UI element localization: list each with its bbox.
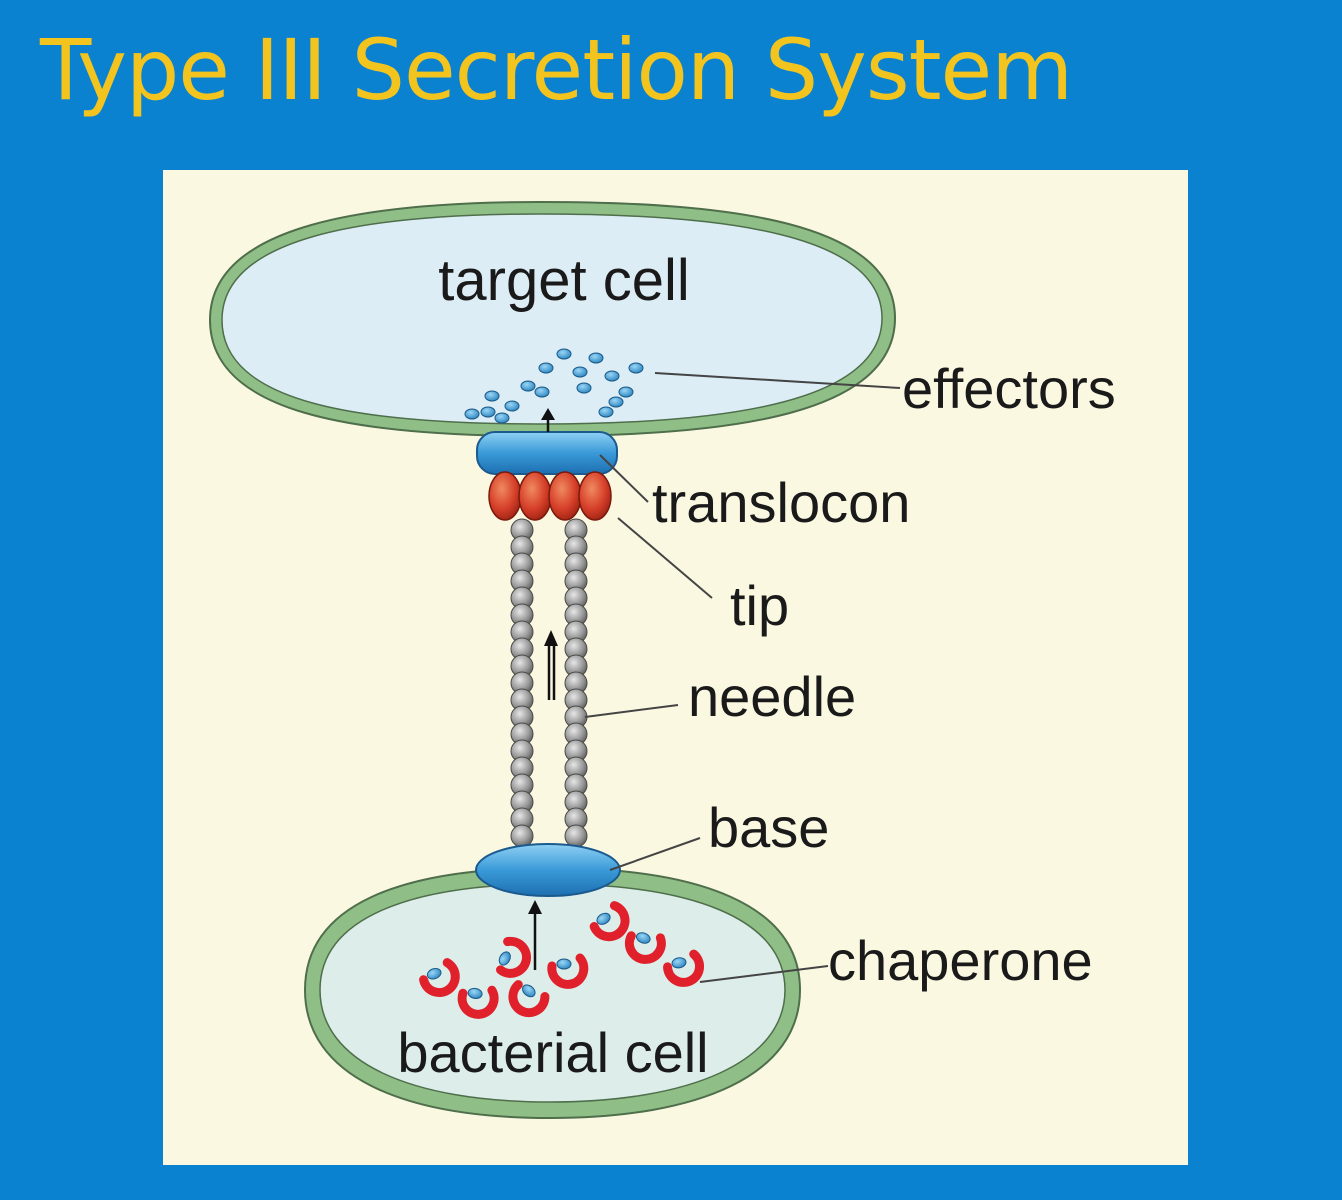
bacterial-cell <box>303 866 802 1120</box>
effector-dot <box>520 380 536 392</box>
effector-dot <box>604 370 620 382</box>
effector-dot <box>464 408 480 420</box>
effector-dot <box>572 366 588 378</box>
transport-arrows <box>528 408 558 970</box>
chaperone-complex <box>457 985 499 1019</box>
label-target-cell: target cell <box>438 248 689 313</box>
effector-dot <box>534 386 550 398</box>
effector-dot <box>588 352 604 364</box>
effector-dot <box>628 362 644 374</box>
translocon <box>476 431 618 475</box>
effector-dot <box>598 406 614 418</box>
chaperone-complex <box>419 958 460 998</box>
chaperone-complex <box>663 949 704 987</box>
needle-bead <box>564 824 588 848</box>
target-cell <box>208 200 897 438</box>
chaperone-complex <box>496 936 531 978</box>
effector-dot <box>618 386 634 398</box>
effector-dot <box>538 362 554 374</box>
effector-dot <box>576 382 592 394</box>
leader-lines <box>584 372 901 983</box>
label-chaperone: chaperone <box>828 929 1093 992</box>
base <box>475 843 621 897</box>
effectors <box>464 348 644 424</box>
effector-dot <box>608 396 624 408</box>
chaperone-complex <box>547 953 589 989</box>
effector-dot <box>484 390 500 402</box>
tip <box>488 471 612 521</box>
chaperone-complex <box>589 901 630 942</box>
chaperone-complex <box>508 980 550 1018</box>
effector-dot <box>494 412 510 424</box>
chaperones <box>419 901 704 1019</box>
effector-dot <box>556 348 572 360</box>
label-translocon: translocon <box>652 471 910 534</box>
needle <box>510 518 588 848</box>
effector-dot <box>480 406 496 418</box>
label-bacterial-cell: bacterial cell <box>397 1021 708 1084</box>
needle-bead <box>510 824 534 848</box>
chaperone-complex <box>624 931 666 964</box>
label-base: base <box>708 796 829 859</box>
label-effectors: effectors <box>902 357 1116 420</box>
label-tip: tip <box>730 574 789 637</box>
slide-title: Type III Secretion System <box>40 21 1073 119</box>
effector-dot <box>504 400 520 412</box>
label-needle: needle <box>688 665 856 728</box>
